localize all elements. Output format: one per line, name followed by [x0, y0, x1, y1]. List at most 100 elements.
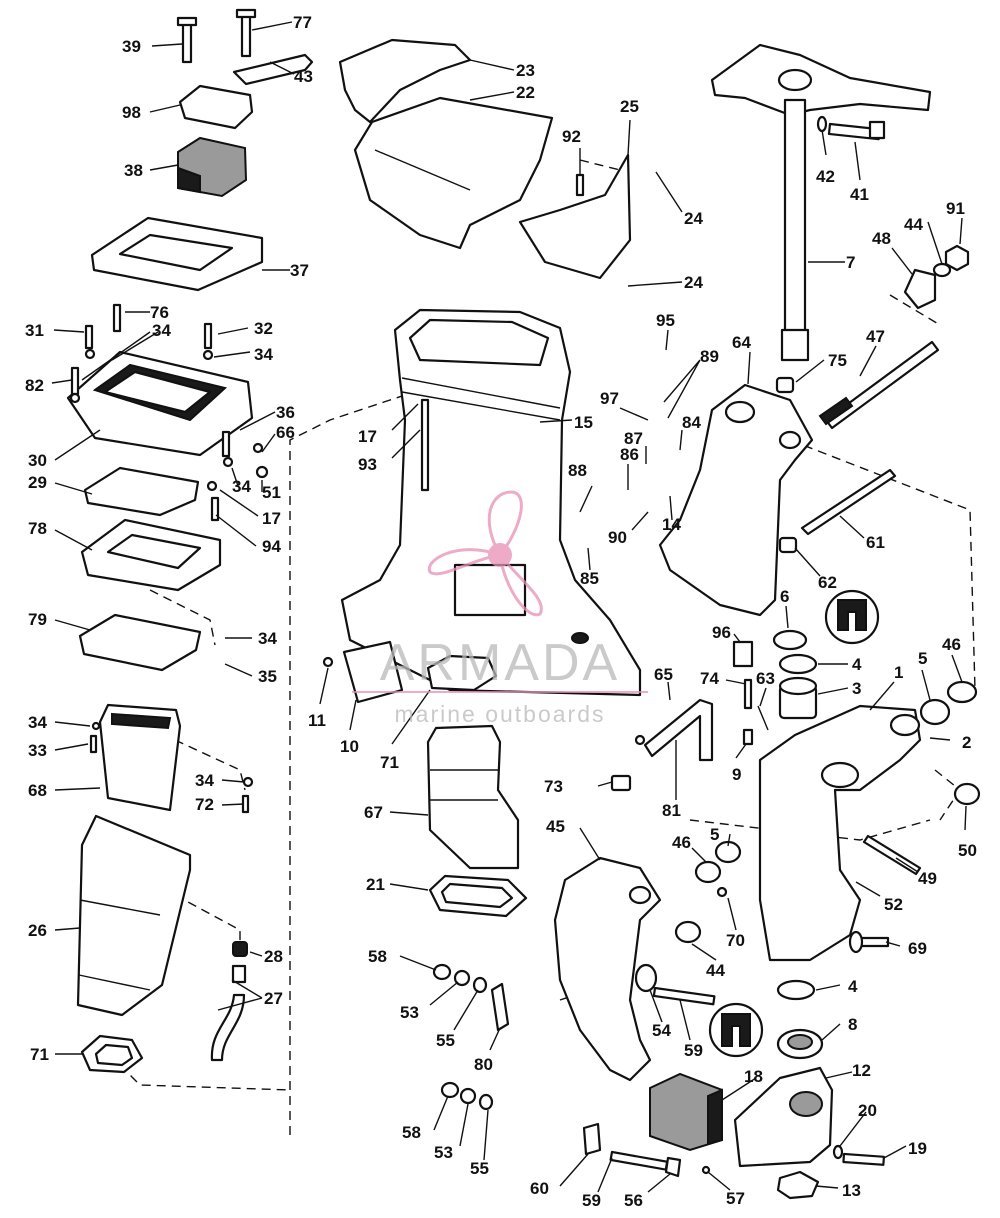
- plate-10: [322, 640, 404, 704]
- exhaust-tube-68: [89, 703, 254, 814]
- callout-31: 31: [25, 321, 44, 340]
- rod-61: [778, 468, 897, 554]
- dashed-guides: [119, 159, 976, 1135]
- callout-47: 47: [866, 327, 885, 346]
- callout-84: 84: [682, 413, 701, 432]
- callout-37: 37: [290, 261, 309, 280]
- callout-33: 33: [28, 741, 47, 760]
- small-bolts-left: [69, 303, 269, 522]
- callout-39: 39: [122, 37, 141, 56]
- callout-63: 63: [756, 669, 775, 688]
- plate-78: [80, 518, 222, 592]
- callout-95: 95: [656, 311, 675, 330]
- callout-64: 64: [732, 333, 751, 352]
- callout-23: 23: [516, 61, 535, 80]
- callout-34-d: 34: [258, 629, 277, 648]
- callout-45: 45: [546, 817, 565, 836]
- seal-71-left: [80, 1034, 144, 1074]
- bushing-75: [775, 376, 795, 394]
- callout-55-a: 55: [436, 1031, 455, 1050]
- callout-54: 54: [652, 1021, 671, 1040]
- bolt-19-washer-20-nut-13: [776, 1144, 886, 1200]
- callout-50: 50: [958, 841, 977, 860]
- callout-22: 22: [516, 83, 535, 102]
- clamp-bracket-45: [553, 856, 662, 1082]
- callout-24-a: 24: [684, 209, 703, 228]
- pad-18: [649, 1072, 723, 1152]
- callout-82: 82: [25, 376, 44, 395]
- callout-71-a: 71: [30, 1045, 49, 1064]
- callout-34-c: 34: [232, 477, 251, 496]
- callout-89: 89: [700, 347, 719, 366]
- callout-12: 12: [852, 1061, 871, 1080]
- callout-44-a: 44: [904, 215, 923, 234]
- callout-86: 86: [620, 445, 639, 464]
- bushing-5-and-50: [919, 680, 981, 806]
- callout-76: 76: [150, 303, 169, 322]
- tube-67: [426, 724, 520, 870]
- callout-32: 32: [254, 319, 273, 338]
- callout-27: 27: [264, 989, 283, 1008]
- washer-6-seal-4-bushing-3: [772, 629, 818, 720]
- cover-22: [353, 96, 554, 250]
- callout-51: 51: [262, 483, 281, 502]
- seal-4-bearing-8: [776, 979, 824, 1060]
- callout-81: 81: [662, 801, 681, 820]
- callout-4-b: 4: [848, 977, 858, 996]
- nut-91-washer-44-bracket-48: [903, 244, 970, 310]
- callout-11: 11: [308, 711, 326, 730]
- callout-17-a: 17: [262, 509, 281, 528]
- callout-73: 73: [544, 777, 563, 796]
- watermark-brand: ARMADA: [380, 634, 620, 692]
- bracket-43: [232, 53, 314, 86]
- callout-80: 80: [474, 1055, 493, 1074]
- callout-52: 52: [884, 895, 903, 914]
- callout-46-b: 46: [672, 833, 691, 852]
- watermark-tagline: marine outboards: [395, 701, 606, 727]
- callout-20: 20: [858, 1101, 877, 1120]
- callout-2: 2: [962, 733, 971, 752]
- callout-75: 75: [828, 351, 847, 370]
- callout-29: 29: [28, 473, 47, 492]
- callout-93: 93: [358, 455, 377, 474]
- callout-28: 28: [264, 947, 283, 966]
- callout-79: 79: [28, 610, 47, 629]
- callout-66: 66: [276, 423, 295, 442]
- callout-90: 90: [608, 528, 627, 547]
- callout-34-a: 34: [152, 321, 171, 340]
- gasket-37: [90, 216, 264, 292]
- callout-34-b: 34: [254, 345, 273, 364]
- bolt-41: [816, 115, 886, 141]
- callout-41: 41: [850, 185, 869, 204]
- callout-8: 8: [848, 1015, 857, 1034]
- callout-24-b: 24: [684, 273, 703, 292]
- propeller-logo: [427, 490, 543, 617]
- pin-69: [848, 930, 890, 954]
- plate-60-bolt-59-clip-56: [582, 1122, 711, 1178]
- spacers-58-53-55-80: [432, 963, 510, 1111]
- callout-59-b: 59: [582, 1191, 601, 1210]
- callout-38: 38: [124, 161, 143, 180]
- gasket-29: [83, 466, 200, 517]
- seal-21: [428, 874, 528, 918]
- callout-43: 43: [294, 67, 313, 86]
- callout-3: 3: [852, 679, 861, 698]
- module-38: [177, 136, 248, 198]
- bolt-77: [235, 8, 257, 58]
- callout-92: 92: [562, 127, 581, 146]
- grommet-28-hose-27: [210, 941, 248, 1062]
- callout-70: 70: [726, 931, 745, 950]
- link-65: [634, 698, 714, 762]
- callout-5-b: 5: [710, 825, 719, 844]
- knob-73: [610, 774, 632, 792]
- callout-18: 18: [744, 1067, 763, 1086]
- nut-96: [732, 640, 754, 668]
- callout-9: 9: [732, 765, 741, 784]
- callout-36: 36: [276, 403, 295, 422]
- callout-61: 61: [866, 533, 885, 552]
- callout-48: 48: [872, 229, 891, 248]
- icon-badge-top: [824, 589, 880, 645]
- callout-35: 35: [258, 667, 277, 686]
- callout-67: 67: [364, 803, 383, 822]
- cover-25: [518, 153, 632, 280]
